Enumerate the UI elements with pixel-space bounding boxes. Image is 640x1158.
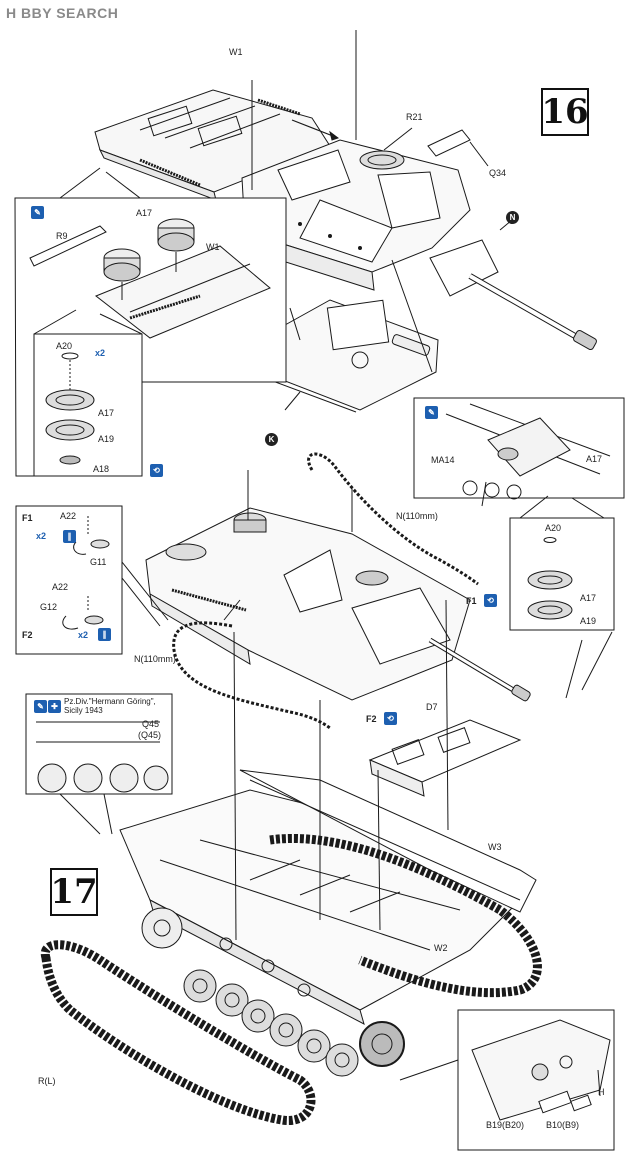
label-w1-top: W1 [229,47,243,57]
track-link-n-right [307,452,479,586]
label-f2-a: F2 [22,630,33,640]
step-number-16: 16 [541,88,589,136]
label-d7: D7 [426,702,438,712]
inset-sicily-variant [25,693,173,835]
step-17-label: 17 [50,872,98,912]
glue-icon: ✎ [425,406,438,419]
label-a20-b: A20 [545,523,562,533]
symmetry-icon: ⟲ [150,464,163,477]
marker-k-icon: K [265,433,278,446]
label-r9: R9 [56,231,68,241]
inset-tow-hooks [15,505,169,655]
track-run-right [269,833,542,998]
label-g11: G11 [90,557,107,567]
label-h: H [598,1087,605,1097]
symmetry-icon: ⟲ [484,594,497,607]
cut-icon: ∥ [98,628,111,641]
road-wheels [141,907,405,1077]
gun-mantlet-n [429,219,597,351]
label-b10: B10(B9) [546,1120,580,1130]
label-a19-b: A19 [580,616,597,626]
label-n110-b: N(110mm) [134,654,176,664]
track-link-n-left [172,621,331,730]
label-b19: B19(B20) [486,1120,525,1130]
label-q45: Q45 [142,719,160,729]
marker-n-text: N [509,213,516,222]
watermark-text: H BBY SEARCH [6,5,119,21]
glue-icon: ✎ [31,206,44,219]
part-q34 [427,129,489,167]
symmetry-icon: ⟲ [384,712,397,725]
marker-k-text: K [268,435,275,444]
caption-line2: Sicily 1943 [64,706,103,716]
label-f1-b: F1 [466,596,477,606]
inset-drive-detail [399,1009,615,1151]
label-rl: R(L) [38,1076,56,1086]
label-q45-paren: (Q45) [138,730,162,740]
label-a18: A18 [93,464,110,474]
engine-deck-d7 [368,719,522,797]
label-x2-c: x2 [78,630,89,640]
upper-hull-assembly [145,470,531,702]
label-ma14: MA14 [431,455,455,465]
label-a22-b: A22 [52,582,69,592]
label-a17-d: A17 [580,593,597,603]
label-x2-a: x2 [95,348,106,358]
cut-icon: ∥ [63,530,76,543]
watermark: H BBY SEARCH [6,5,118,21]
step-number-17: 17 [50,868,98,916]
inset-fender-wheels [14,167,287,477]
label-a17-c: A17 [586,454,603,464]
label-w3: W3 [488,842,502,852]
interior-k [257,299,439,413]
label-f2-b: F2 [366,714,377,724]
step-16-label: 16 [541,92,589,132]
label-r21: R21 [406,112,423,122]
label-a22-a: A22 [60,511,77,521]
label-w2: W2 [434,943,448,953]
variant-caption: Pz.Div."Hermann Göring", Sicily 1943 [64,697,156,715]
label-a19-a: A19 [98,434,115,444]
track-loop-left [40,940,316,1125]
label-w1-inset: W1 [206,242,220,252]
label-a17-b: A17 [98,408,115,418]
label-x2-b: x2 [36,531,47,541]
caption-line1: Pz.Div."Hermann Göring", [64,697,156,706]
label-a20-a: A20 [56,341,73,351]
marker-n-icon: N [506,211,519,224]
label-n110-a: N(110mm) [396,511,438,521]
inset-ma14 [413,397,625,699]
glue-icon: ✎ [34,700,47,713]
label-q34: Q34 [489,168,507,178]
label-f1-a: F1 [22,513,33,523]
label-g12: G12 [40,602,58,612]
paint-icon: ✚ [48,700,61,713]
label-a17-a: A17 [136,208,153,218]
